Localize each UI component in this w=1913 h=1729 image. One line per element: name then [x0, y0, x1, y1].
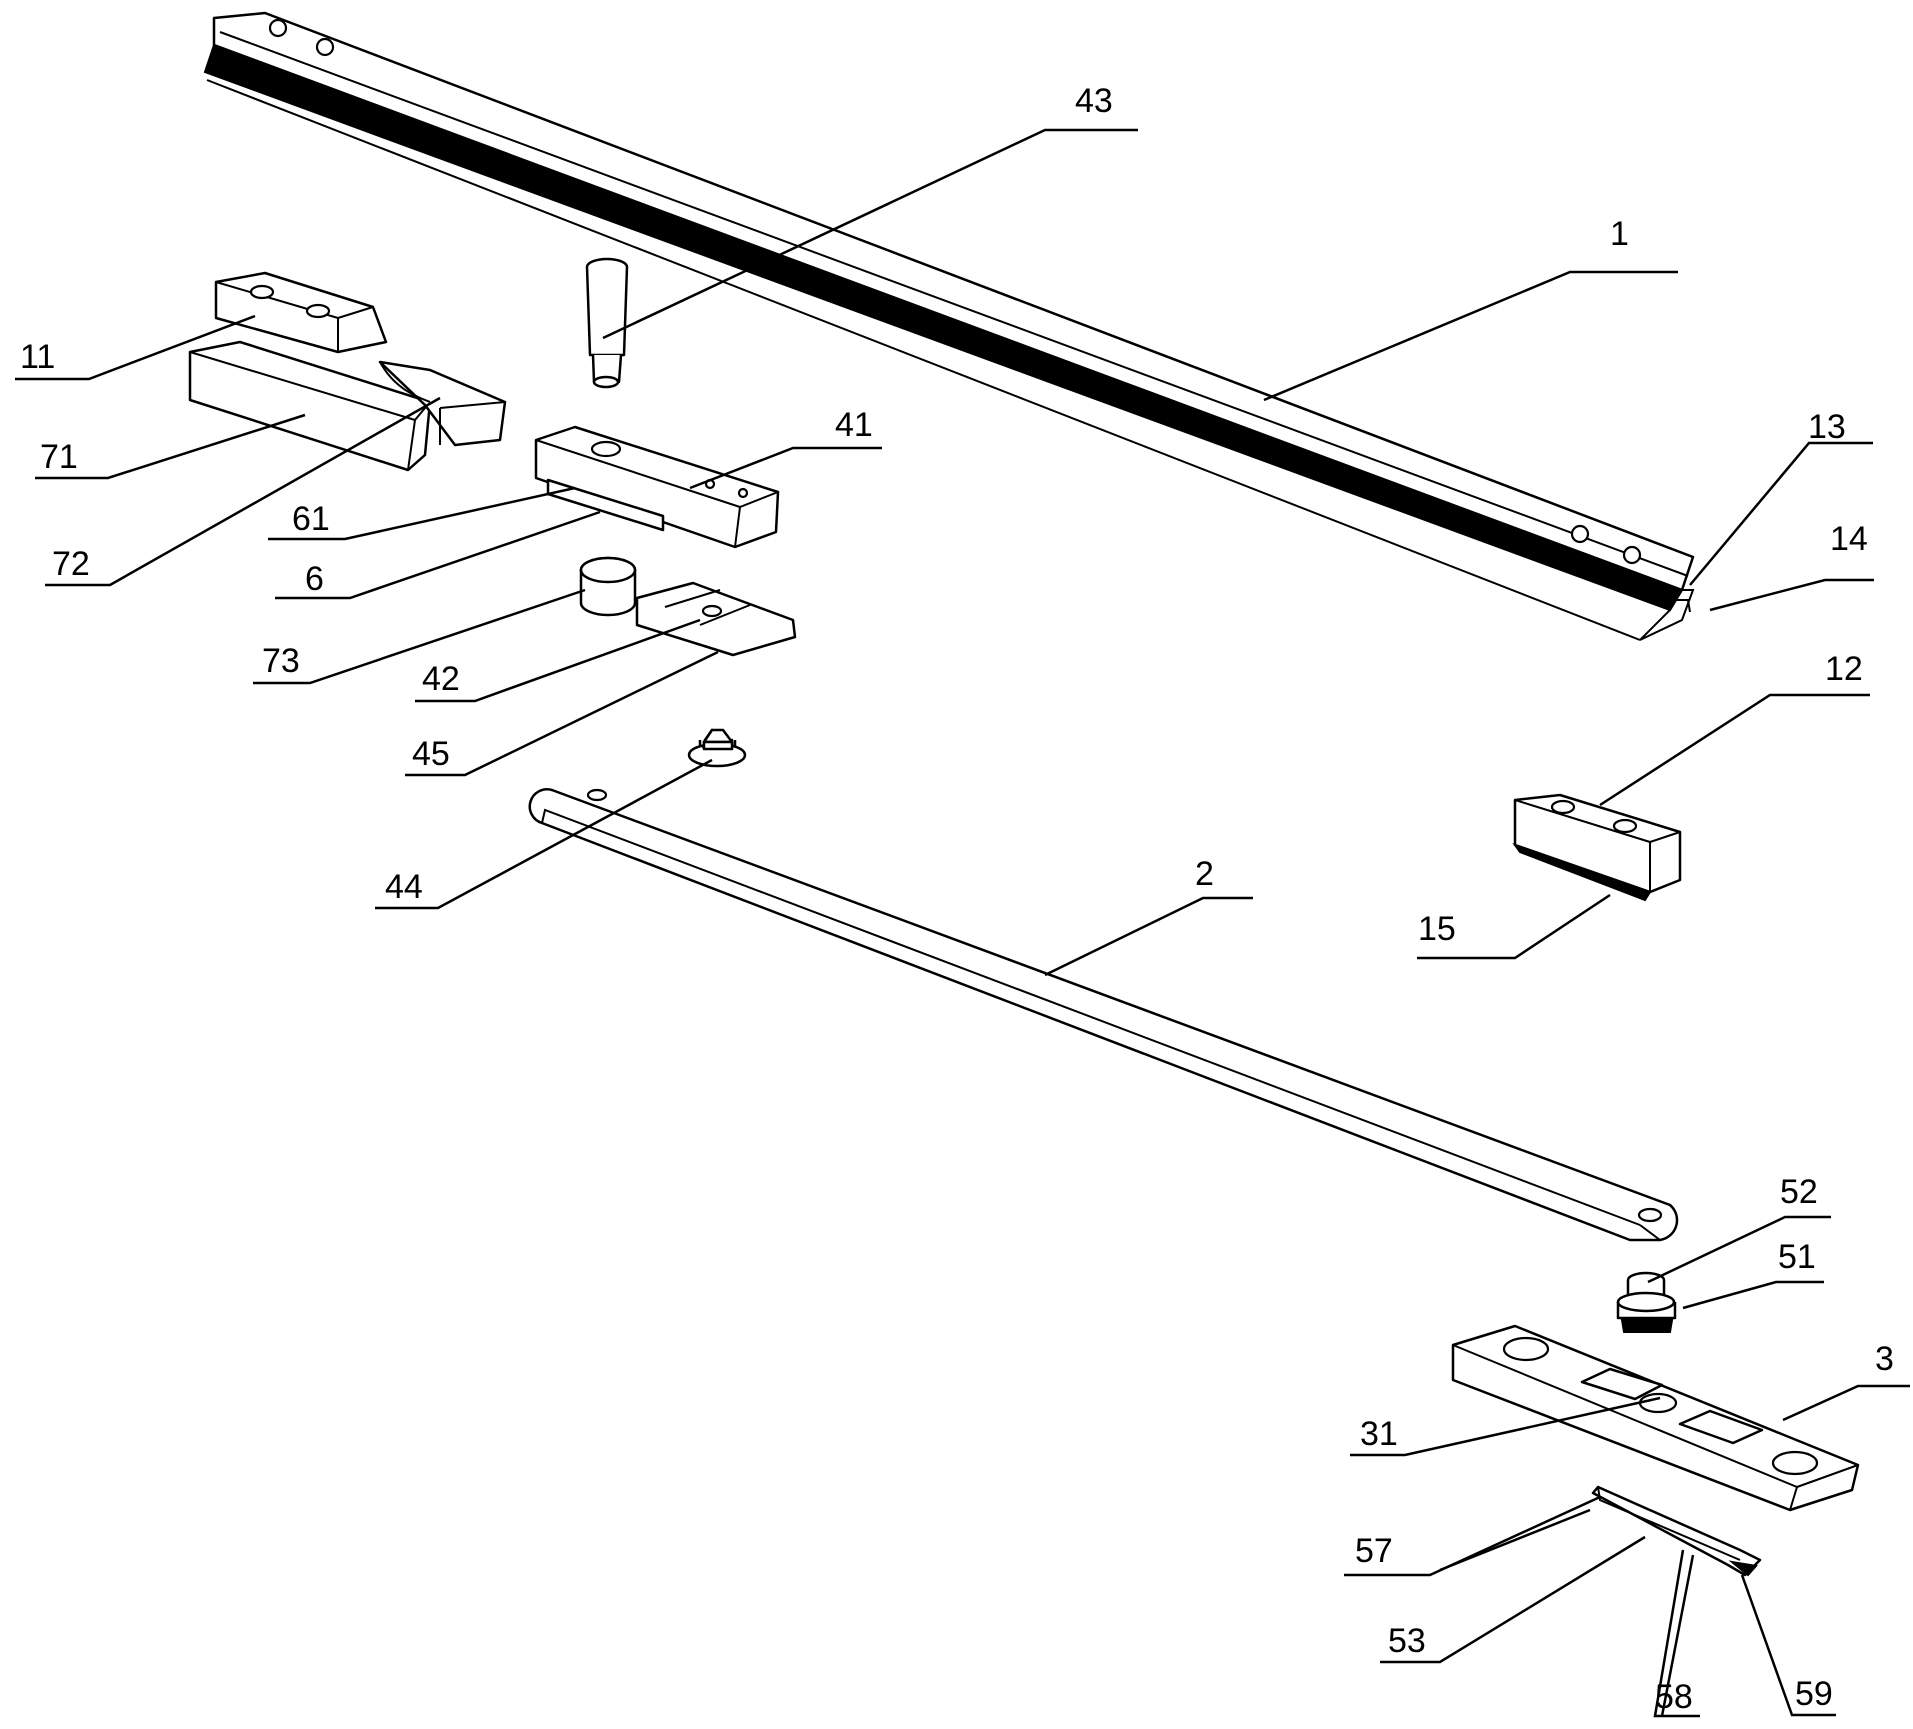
- label-6: 6: [305, 560, 324, 598]
- label-61: 61: [292, 500, 330, 538]
- label-2: 2: [1195, 855, 1214, 893]
- label-57: 57: [1355, 1532, 1393, 1570]
- label-51: 51: [1778, 1238, 1816, 1276]
- label-14: 14: [1830, 520, 1868, 558]
- label-12: 12: [1825, 650, 1863, 688]
- label-45: 45: [412, 735, 450, 773]
- label-42: 42: [422, 660, 460, 698]
- label-71: 71: [40, 438, 78, 476]
- label-1: 1: [1610, 215, 1629, 253]
- part-41-slider: [536, 427, 778, 547]
- part-71-block: [190, 342, 430, 470]
- part-52-nut: [1618, 1273, 1675, 1332]
- part-42-clip: [637, 583, 795, 655]
- label-52: 52: [1780, 1173, 1818, 1211]
- label-3: 3: [1875, 1340, 1894, 1378]
- label-44: 44: [385, 868, 423, 906]
- label-41: 41: [835, 406, 873, 444]
- part-11-block: [216, 273, 386, 352]
- label-15: 15: [1418, 910, 1456, 948]
- part-2-link: [530, 789, 1677, 1240]
- label-58: 58: [1655, 1678, 1693, 1716]
- part-73-bushing: [581, 558, 635, 615]
- part-1-rail: [205, 13, 1693, 640]
- label-73: 73: [262, 642, 300, 680]
- label-13: 13: [1808, 408, 1846, 446]
- part-12-block: [1515, 795, 1680, 900]
- part-43-pin: [587, 259, 627, 387]
- label-59: 59: [1795, 1675, 1833, 1713]
- part-53-spring: [1593, 1487, 1760, 1575]
- label-43: 43: [1075, 82, 1113, 120]
- label-11: 11: [20, 338, 55, 376]
- label-72: 72: [52, 545, 90, 583]
- label-53: 53: [1388, 1622, 1426, 1660]
- part-44-screw: [689, 730, 745, 766]
- label-31: 31: [1360, 1415, 1398, 1453]
- part-3-base-plate: [1453, 1326, 1858, 1510]
